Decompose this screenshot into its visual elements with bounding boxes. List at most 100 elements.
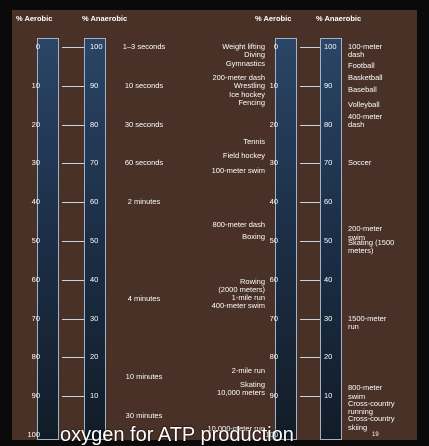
activity-label-line: Volleyball [348, 100, 380, 110]
activity-label-line: Cross-country [348, 414, 395, 424]
activity-label-line: 400-meter swim [211, 301, 265, 311]
anaerobic-tick-label: 60 [324, 197, 333, 207]
aerobic-column-right [275, 38, 297, 440]
aerobic-tick-label: 0 [35, 42, 40, 51]
activity-label-line: 200-meter dash [212, 73, 265, 83]
activity-label-line: Rowing [239, 276, 265, 286]
activity-label-line: Basketball [348, 73, 383, 83]
duration-label: 30 minutes [125, 410, 163, 420]
tick-line [300, 241, 320, 242]
activity-label-line: Football [348, 61, 375, 71]
tick-line [300, 202, 320, 204]
anaerobic-tick-label: 90 [90, 80, 99, 90]
aerobic-tick-label: 100 [27, 430, 40, 439]
diagram-panel [12, 10, 417, 440]
aerobic-tick-label: 40 [269, 197, 278, 207]
aerobic-column-left [37, 38, 59, 440]
activity-label-line: Skating [239, 379, 265, 389]
tick-line [62, 357, 84, 359]
activity-label: 100-meter swim [170, 166, 265, 175]
duration-label: 1–3 seconds [122, 42, 166, 51]
activity-label-line: Boxing [242, 232, 265, 242]
activity-label-line: (2000 meters) [218, 284, 265, 294]
tick-line [62, 318, 84, 320]
activity-label-line: Field hockey [222, 150, 265, 160]
aerobic-tick-label: 60 [31, 274, 40, 284]
activity-label-line: swim [348, 391, 366, 401]
activity-label-line: skiing [348, 422, 368, 432]
header-aerobic-left: % Aerobic [16, 14, 53, 23]
duration-label: 10 seconds [124, 80, 164, 90]
anaerobic-tick-label: 80 [90, 119, 99, 129]
anaerobic-tick-label: 90 [324, 80, 333, 90]
aerobic-tick-label: 80 [31, 352, 40, 362]
tick-line [300, 85, 320, 87]
activity-label: Volleyball [348, 100, 380, 110]
activity-label-line: 2-mile run [231, 365, 265, 375]
aerobic-tick-label: 40 [31, 197, 40, 207]
activity-label-line: dash [348, 120, 365, 130]
tick-line [62, 85, 84, 87]
activity-label-line: swim [348, 232, 366, 242]
anaerobic-tick-label: 60 [90, 197, 99, 207]
anaerobic-tick-label: 100 [324, 42, 337, 51]
tick-line [62, 396, 84, 398]
aerobic-tick-label: 90 [31, 391, 40, 401]
anaerobic-tick-label: 20 [90, 352, 99, 362]
anaerobic-column-left [84, 38, 106, 440]
duration-label: 4 minutes [127, 294, 161, 304]
duration-label: 10 minutes [125, 371, 163, 381]
tick-line [62, 163, 84, 165]
anaerobic-tick-label: 70 [324, 158, 333, 168]
activity-label: Tennis [170, 137, 265, 147]
activity-label: 800-meter dash [170, 220, 265, 230]
activity-label-line: running [348, 407, 374, 417]
aerobic-tick-label: 80 [269, 352, 278, 362]
tick-line [300, 163, 320, 165]
duration-label: 60 seconds [124, 158, 164, 168]
aerobic-tick-label: 30 [269, 158, 278, 168]
tick-line [300, 279, 320, 281]
anaerobic-tick-label: 40 [90, 274, 99, 284]
aerobic-tick-label: 30 [31, 158, 40, 168]
activity-label: Boxing [170, 232, 265, 242]
activity-label-line: 10,000 meters [217, 387, 265, 397]
anaerobic-tick-label: 100 [90, 42, 103, 51]
anaerobic-tick-label: 10 [324, 391, 333, 401]
activity-label-line: 100-meter [348, 42, 383, 51]
anaerobic-tick-label: 30 [90, 313, 99, 323]
header-anaerobic-right: % Anaerobic [316, 14, 362, 23]
activity-label-line: 800-meter dash [212, 220, 265, 230]
activity-label-line: Tennis [243, 137, 265, 147]
activity-label-line: 200-meter [348, 224, 383, 234]
activity-label-line: dash [348, 50, 365, 60]
activity-label: 2-mile run [170, 365, 265, 375]
activity-label-line: Soccer [348, 158, 372, 168]
activity-label-line: Weight lifting [222, 42, 265, 51]
activity-label-line: Skating (1500 [348, 237, 395, 247]
activity-label: Basketball [348, 73, 383, 83]
tick-line [300, 318, 320, 320]
caption: oxygen for ATP production [60, 424, 294, 446]
tick-line [62, 47, 84, 48]
tick-line [62, 124, 84, 126]
aerobic-tick-label: 10 [269, 80, 278, 90]
anaerobic-tick-label: 10 [90, 391, 99, 401]
activity-label: Soccer [348, 158, 372, 168]
activity-label: Baseball [348, 85, 377, 94]
anaerobic-tick-label: 50 [90, 236, 99, 245]
activity-label-line: Wrestling [233, 81, 265, 91]
aerobic-tick-label: 90 [269, 391, 278, 401]
aerobic-tick-label: 0 [273, 42, 278, 51]
anaerobic-tick-label: 70 [90, 158, 99, 168]
anaerobic-tick-label: 50 [324, 236, 333, 245]
